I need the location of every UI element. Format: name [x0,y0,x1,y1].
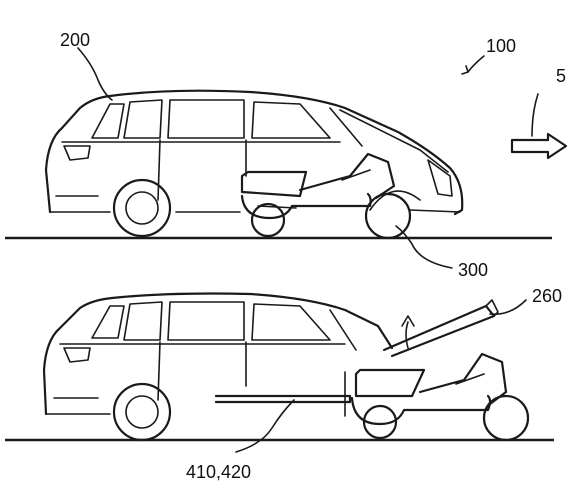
leader-100-arrowhead [461,65,469,75]
rear-hub-bottom [125,395,159,429]
rails-bottom [214,394,352,404]
front-arch-top [369,190,421,211]
rear-wheel-bottom [112,382,172,442]
top-scene [5,89,568,240]
open-hood [382,304,496,358]
car-top [44,89,464,238]
hood-arrow-head [401,315,415,327]
label-300: 300 [458,260,488,280]
robot-seat-bottom [354,368,426,398]
front-bumper-top [409,209,461,213]
side-window-2-bottom [167,301,245,341]
robot-rail-top [257,205,297,209]
leader-100 [467,55,485,73]
taillight-top [63,145,91,161]
car-bottom [42,292,499,442]
label-5: 5 [556,66,566,86]
leader-200 [77,47,113,101]
side-window-3-top [251,101,331,139]
reference-labels: 200 100 5 300 260 410,420 [60,30,566,482]
label-260: 260 [532,286,562,306]
leader-260 [489,299,527,316]
side-window-3-bottom [251,303,331,341]
robot-base-bottom [350,394,492,426]
label-410-420: 410,420 [186,462,251,482]
rear-window-bottom [91,305,125,339]
a-pillar-bottom [329,309,357,351]
robot-body-top [298,152,396,200]
robot-vehicle-top [240,152,412,240]
leader-lines [77,47,539,453]
label-100: 100 [486,36,516,56]
windshield-top [339,109,449,173]
robot-front-wheel-top [364,192,412,240]
headlight-top [427,159,453,197]
car-body-outline-bottom [42,292,394,416]
robot-body-bottom [418,352,508,406]
side-window-1-bottom [123,301,163,341]
leader-300 [395,225,453,269]
leader-410-420 [235,399,295,453]
robot-detail-top [341,169,371,181]
side-window-2-top [167,99,245,139]
robot-base-top [240,192,372,220]
car-body-outline-top [44,89,464,216]
robot-front-wheel-bottom [482,394,530,442]
rear-wheel-top [112,178,172,238]
rear-hub-top [125,191,159,225]
door-line-1-top [157,139,161,201]
rear-window-top [91,103,125,139]
hood-arrow-shaft [405,321,409,349]
side-window-1-top [123,99,163,139]
robot-detail-bottom [455,373,485,385]
taillight-bottom [63,347,91,363]
a-pillar-top [329,107,363,147]
bottom-scene [5,292,554,442]
leader-5 [531,93,539,137]
direction-arrow [510,132,568,160]
robot-seat-top [240,170,308,198]
robot-rear-wheel-bottom [362,404,398,440]
robot-vehicle-bottom [350,352,530,442]
robot-rear-wheel-top [250,202,286,238]
label-200: 200 [60,30,90,50]
